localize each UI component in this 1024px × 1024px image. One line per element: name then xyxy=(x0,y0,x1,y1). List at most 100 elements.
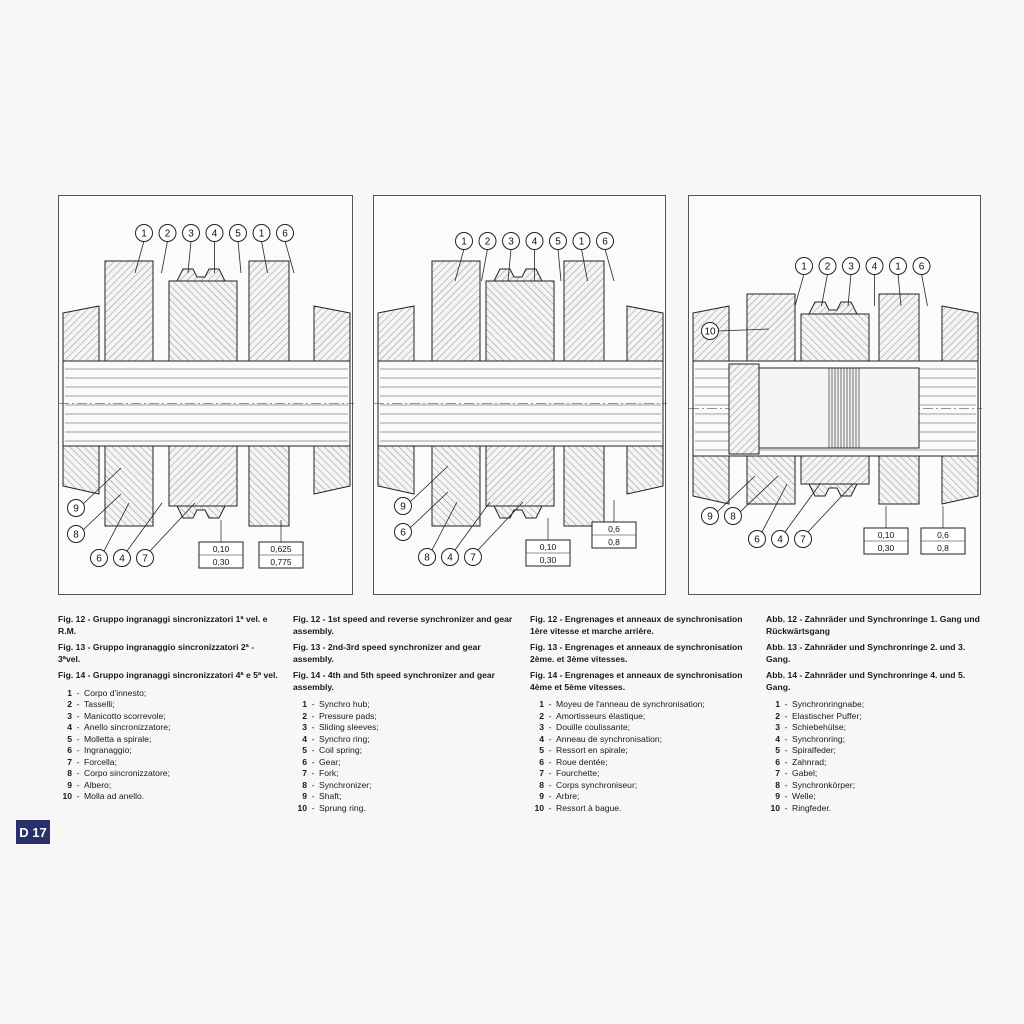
gear-section xyxy=(104,260,154,362)
part-text: Fourchette; xyxy=(556,768,600,778)
separator: - xyxy=(548,802,552,813)
bearing-race xyxy=(626,445,664,495)
part-number: 8 xyxy=(775,779,780,790)
part-text: Zahnrad; xyxy=(792,756,827,767)
callout-circle xyxy=(865,257,884,275)
part-item: 1-Moyeu de l'anneau de synchronisation; xyxy=(530,699,750,711)
part-item: 5-Ressort en spirale; xyxy=(530,745,750,757)
gear-section xyxy=(168,445,238,507)
part-item: 2-Elastischer Puffer; xyxy=(766,711,986,723)
callout-circle xyxy=(394,523,412,541)
gear-section xyxy=(800,313,870,362)
callout-circle xyxy=(794,530,812,548)
caption-fig12: Fig. 12 - Engrenages et anneaux de synch… xyxy=(530,614,743,636)
sliding-sleeve xyxy=(808,301,858,315)
callout-label: 1 xyxy=(579,237,585,248)
separator: - xyxy=(784,733,788,744)
parts-list: 1-Synchronringnabe;2-Elastischer Puffer;… xyxy=(766,699,986,814)
bearing-race xyxy=(313,445,351,495)
callout-label: 3 xyxy=(848,262,854,273)
part-item: 6-Roue dentée; xyxy=(530,757,750,769)
bearing-race xyxy=(941,305,979,362)
part-item: 2-Tasselli; xyxy=(58,699,278,711)
callout-circle xyxy=(842,257,860,275)
separator: - xyxy=(311,756,315,767)
part-text: Ringfeder. xyxy=(792,802,832,813)
leader-line xyxy=(507,248,512,282)
caption-fig13: Fig. 13 - Engrenages et anneaux de synch… xyxy=(530,642,743,664)
callout-label: 8 xyxy=(424,553,430,564)
part-number: 7 xyxy=(302,768,307,778)
part-number: 7 xyxy=(539,768,544,778)
part-text: Welle; xyxy=(792,791,816,801)
separator: - xyxy=(311,745,315,755)
gear-cross-section xyxy=(59,260,354,527)
tolerance-max: 0,775 xyxy=(270,557,292,567)
separator: - xyxy=(76,710,80,721)
separator: - xyxy=(76,722,80,732)
separator: - xyxy=(784,756,788,767)
caption-fig12: Abb. 12 - Zahnräder und Synchronringe 1.… xyxy=(766,614,980,636)
callout-label: 6 xyxy=(400,528,406,539)
part-number: 7 xyxy=(775,768,780,778)
leader-line xyxy=(261,240,268,274)
part-item: 3-Douille coulissante; xyxy=(530,722,750,734)
part-item: 6-Zahnrad; xyxy=(766,757,986,769)
leader-line xyxy=(477,501,524,551)
callout-circle xyxy=(464,548,482,566)
part-number: 5 xyxy=(775,745,780,755)
part-item: 8-Synchronizer; xyxy=(293,780,513,792)
separator: - xyxy=(784,791,788,801)
callout-circle xyxy=(724,507,742,525)
part-text: Gabel; xyxy=(792,768,818,778)
callout-label: 7 xyxy=(470,553,476,564)
callout-label: 4 xyxy=(119,554,125,565)
part-item: 3-Sliding sleeves; xyxy=(293,722,513,734)
callout-label: 8 xyxy=(73,530,79,541)
leader-line xyxy=(161,240,168,274)
callout-label: 6 xyxy=(282,229,288,240)
caption-fig13: Fig. 13 - Gruppo ingranaggio sincronizza… xyxy=(58,642,255,664)
part-text: Synchronizer; xyxy=(319,779,372,790)
part-item: 4-Anneau de synchronisation; xyxy=(530,734,750,746)
part-number: 8 xyxy=(539,779,544,790)
leader-line xyxy=(103,502,130,552)
separator: - xyxy=(548,699,552,709)
callout-circle xyxy=(701,322,719,340)
part-text: Elastischer Puffer; xyxy=(792,710,862,721)
leader-line xyxy=(604,248,615,282)
part-text: Synchronringnabe; xyxy=(792,699,865,709)
caption-fig13: Fig. 13 - 2nd-3rd speed synchronizer and… xyxy=(293,642,481,664)
callout-label: 4 xyxy=(212,229,218,240)
separator: - xyxy=(784,802,788,813)
caption-fig14: Fig. 14 - 4th and 5th speed synchronizer… xyxy=(293,670,495,692)
part-number: 1 xyxy=(302,699,307,709)
caption-fig14: Fig. 14 - Gruppo ingranaggi sincronizzat… xyxy=(58,670,278,680)
part-text: Corpo d'innesto; xyxy=(84,687,147,698)
part-number: 9 xyxy=(775,791,780,801)
bearing xyxy=(728,363,760,455)
separator: - xyxy=(548,756,552,767)
gear-section xyxy=(746,455,796,505)
leader-line xyxy=(921,273,928,307)
callout-circle xyxy=(418,548,436,566)
gear-section xyxy=(563,260,605,362)
part-text: Synchronkörper; xyxy=(792,779,856,790)
bearing-race xyxy=(941,455,979,505)
callout-circle xyxy=(276,224,294,242)
gear-section xyxy=(878,455,920,505)
part-number: 8 xyxy=(67,768,72,778)
part-item: 10-Sprung ring. xyxy=(293,803,513,815)
separator: - xyxy=(548,710,552,721)
part-text: Schiebehülse; xyxy=(792,722,846,732)
gear-section xyxy=(485,445,555,507)
callout-circle xyxy=(549,232,567,250)
parts-list: 1-Synchro hub;2-Pressure pads;3-Sliding … xyxy=(293,699,513,814)
leader-line xyxy=(134,240,145,274)
part-text: Anneau de synchronisation; xyxy=(556,733,663,744)
sliding-sleeve xyxy=(493,268,543,282)
part-item: 9-Arbre; xyxy=(530,791,750,803)
